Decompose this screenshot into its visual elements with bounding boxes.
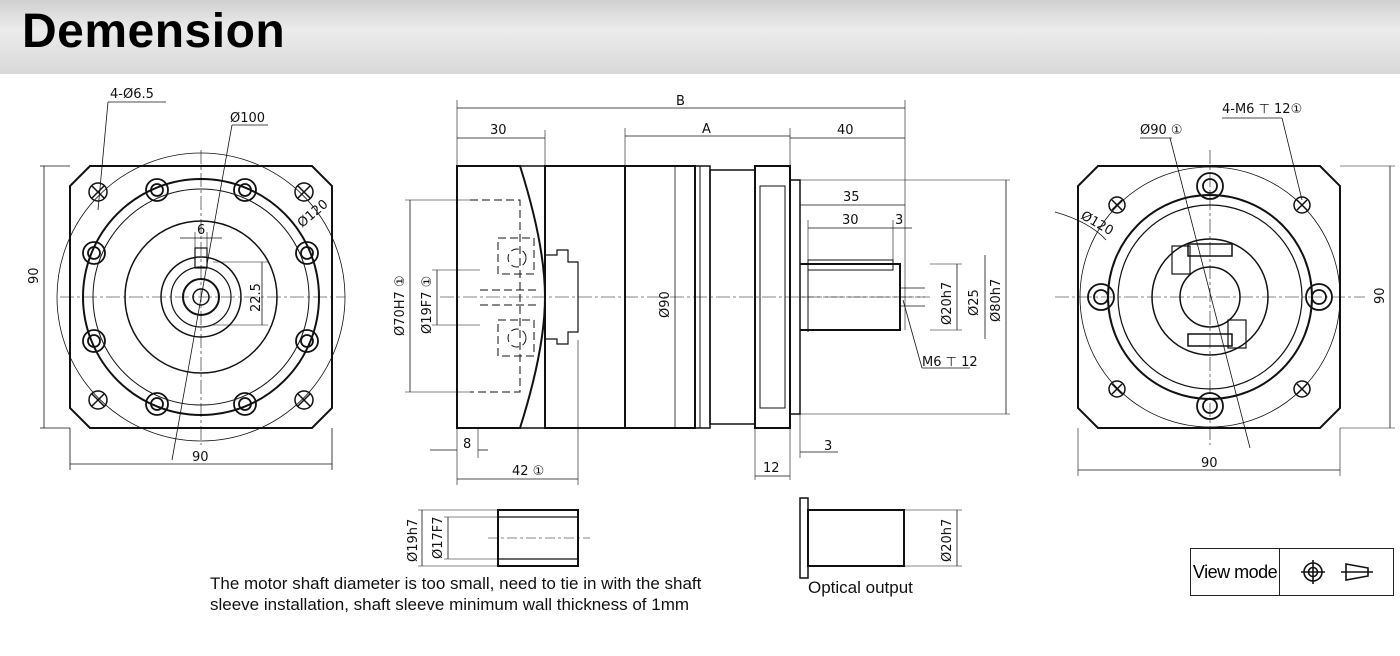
side-inset-8-label: 8 [463,437,471,452]
front-corner-holes [88,182,314,410]
optical-output [799,497,962,579]
side-shaft-len-b-label: 30 [842,213,859,228]
front-key-width-label: 6 [197,223,205,238]
shaft-sleeve [418,509,590,567]
sleeve-inner-label: Ø17F7 [431,516,446,559]
front-outer-dia-label: Ø100 [230,111,265,126]
front-width-label: 90 [192,450,209,465]
front-bolt-holes [82,178,319,416]
side-pilot-dia-label: Ø80h7 [989,279,1004,322]
side-shaft-len-a-label: 35 [843,190,860,205]
front-height-label: 90 [27,267,42,284]
front-flange-outline [69,165,333,429]
back-tap-holes-label: 4-M6 ⊤ 12① [1222,102,1302,117]
back-pcd-label: Ø120 [1078,208,1116,239]
front-holes-label: 4-Ø6.5 [110,87,154,102]
optical-dia-label: Ø20h7 [940,519,955,562]
header-bar: Demension [0,0,1400,74]
view-mode-label: View mode [1191,549,1280,595]
sleeve-note-line2: sleeve installation, shaft sleeve minimu… [210,595,690,614]
side-shaft-dia-label: Ø20h7 [940,282,955,325]
front-view [40,101,346,470]
sleeve-outer-label: Ø19h7 [406,519,421,562]
page-title: Demension [22,5,286,58]
side-bore-70-label: Ø70H7 ① [393,275,408,336]
back-height-label: 90 [1373,287,1388,304]
back-outer-dia-label: Ø90 ① [1140,123,1183,138]
side-shaft-gap-label: 3 [895,213,903,228]
side-shaft-25-label: Ø25 [967,289,982,316]
sleeve-note: The motor shaft diameter is too small, n… [210,573,701,615]
view-mode-icons [1280,549,1393,595]
side-flange-3-label: 3 [824,439,832,454]
side-total-length-label: B [676,94,685,109]
sleeve-note-line1: The motor shaft diameter is too small, n… [210,574,702,593]
side-thread-label: M6 ⊤ 12 [922,355,978,370]
front-key-height-label: 22.5 [249,283,264,312]
view-mode-box: View mode [1190,548,1394,596]
side-shaft-length-label: 40 [837,123,854,138]
side-body-dia-label: Ø90 [658,291,673,318]
back-width-label: 90 [1201,456,1218,471]
back-view [1054,117,1395,476]
first-angle-circle-icon [1300,560,1325,584]
side-view [405,100,1010,485]
side-bore-19-label: Ø19F7 ① [420,276,435,334]
side-body-length-label: A [702,122,711,137]
optical-output-label: Optical output [808,578,913,597]
side-inset-42-label: 42 ① [512,464,544,479]
side-input-length-label: 30 [490,123,507,138]
back-corner-holes [1108,196,1311,398]
side-flange-12-label: 12 [763,461,780,476]
projection-cone-icon [1340,563,1373,581]
